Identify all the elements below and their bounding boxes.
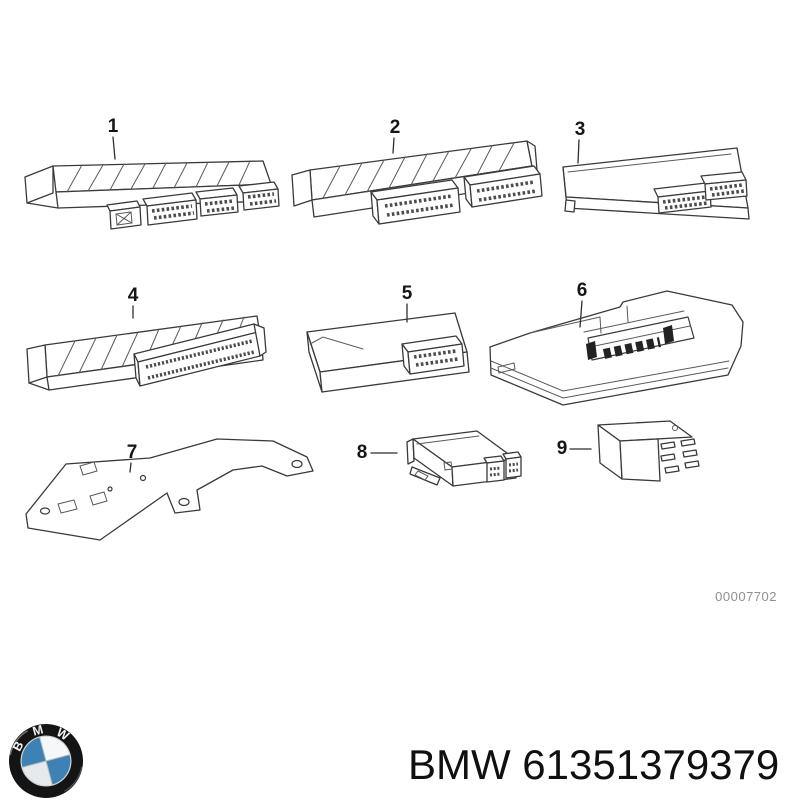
- part-9-relay-drawing: [597, 420, 700, 482]
- bmw-logo-icon: B M W: [9, 722, 83, 798]
- part-3-callout: 3: [575, 119, 586, 140]
- part-2-callout: 2: [390, 117, 401, 138]
- part-8-module-drawing: [406, 430, 522, 487]
- part-4-callout: 4: [128, 285, 139, 306]
- part-9-callout: 9: [557, 438, 568, 459]
- part-1-leader-line: [112, 136, 116, 160]
- footer: B M W BMW 61351379379: [0, 715, 800, 800]
- bmw-logo-letter-m: M: [31, 722, 45, 738]
- part-5-callout: 5: [402, 283, 413, 304]
- part-number-title: BMW 61351379379: [408, 741, 780, 788]
- part-2-control-module-drawing: [291, 140, 543, 225]
- document-number: 00007702: [715, 589, 777, 604]
- part-6-callout: 6: [577, 280, 588, 301]
- part-6-leader-line: [579, 300, 583, 328]
- part-7-bracket-drawing: [25, 438, 314, 541]
- part-6-module-drawing: [489, 290, 744, 406]
- part-4-control-module-drawing: [26, 315, 267, 391]
- part-2-leader-line: [392, 137, 395, 154]
- part-1-control-module-drawing: [24, 160, 280, 230]
- part-7-callout: 7: [127, 442, 138, 463]
- part-7-leader-line: [129, 462, 132, 473]
- part-5-control-module-drawing: [306, 312, 470, 393]
- part-3-control-module-drawing: [562, 147, 750, 220]
- part-3-leader-line: [577, 139, 580, 164]
- part-8-callout: 8: [357, 442, 368, 463]
- part-1-callout: 1: [108, 116, 119, 137]
